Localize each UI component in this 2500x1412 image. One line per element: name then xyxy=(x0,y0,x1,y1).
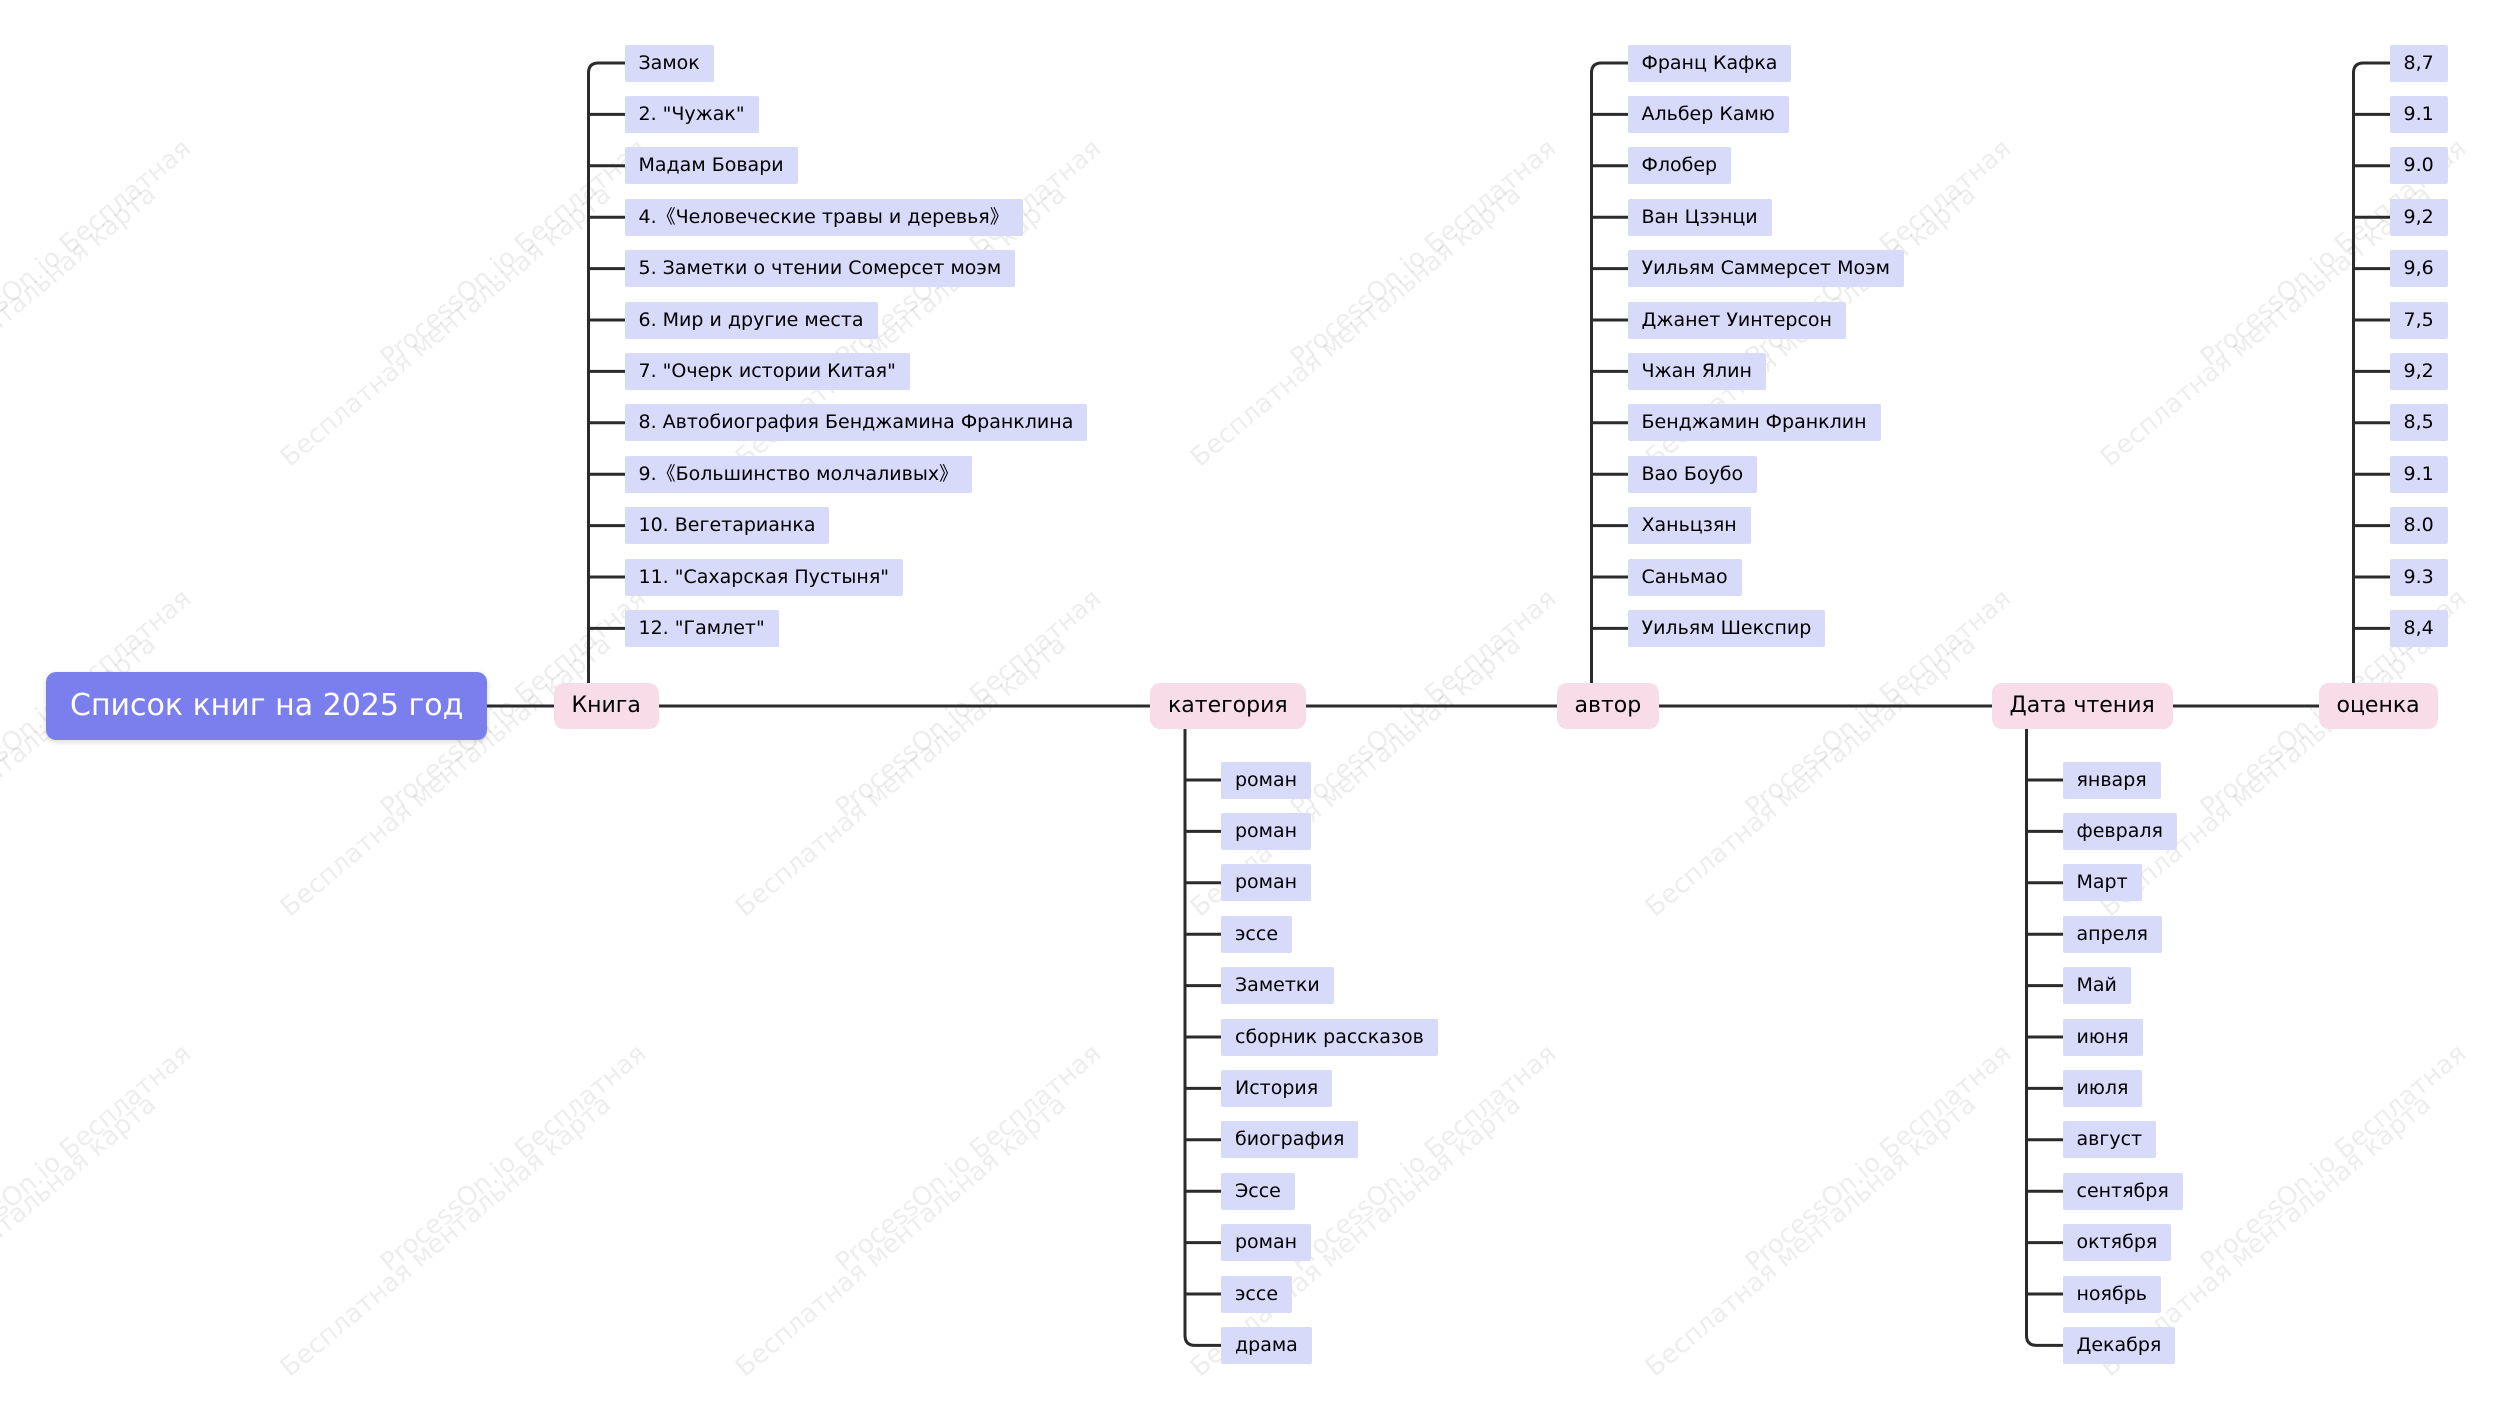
leaf-date[interactable]: октября xyxy=(2062,1224,2172,1262)
leaf-book[interactable]: 7. "Очерк истории Китая" xyxy=(624,352,910,390)
leaf-author[interactable]: Чжан Ялин xyxy=(1627,352,1766,390)
leaf-author[interactable]: Вао Боубо xyxy=(1627,455,1758,493)
leaf-author[interactable]: Уильям Шекспир xyxy=(1627,609,1826,647)
leaf-rating[interactable]: 8,5 xyxy=(2389,404,2448,442)
leaf-author[interactable]: Ван Цзэнци xyxy=(1627,198,1772,236)
leaf-book[interactable]: 9.《Большинство молчаливых》 xyxy=(624,455,973,493)
leaf-author[interactable]: Ханьцзян xyxy=(1627,507,1751,545)
leaf-rating[interactable]: 9,2 xyxy=(2389,198,2448,236)
leaf-rating[interactable]: 9.1 xyxy=(2389,95,2448,133)
leaf-date[interactable]: август xyxy=(2062,1121,2157,1159)
leaf-book[interactable]: 10. Вегетарианка xyxy=(624,507,830,545)
leaf-rating[interactable]: 8,7 xyxy=(2389,44,2448,82)
leaf-book[interactable]: Замок xyxy=(624,44,714,82)
leaf-rating[interactable]: 7,5 xyxy=(2389,301,2448,339)
branch-date[interactable]: Дата чтения xyxy=(1991,683,2173,729)
leaf-book[interactable]: 8. Автобиография Бенджамина Франклина xyxy=(624,404,1088,442)
leaf-book[interactable]: 11. "Сахарская Пустыня" xyxy=(624,558,904,596)
leaf-rating[interactable]: 9,6 xyxy=(2389,250,2448,288)
leaf-rating[interactable]: 8,4 xyxy=(2389,609,2448,647)
leaf-book[interactable]: 2. "Чужак" xyxy=(624,95,759,133)
branch-category[interactable]: категория xyxy=(1150,683,1306,729)
leaf-date[interactable]: Март xyxy=(2062,864,2142,902)
leaf-rating[interactable]: 9.1 xyxy=(2389,455,2448,493)
leaf-author[interactable]: Джанет Уинтерсон xyxy=(1627,301,1846,339)
leaf-connector xyxy=(2352,61,2391,75)
leaf-category[interactable]: драма xyxy=(1221,1326,1312,1364)
leaf-date[interactable]: Декабря xyxy=(2062,1326,2176,1364)
leaf-book[interactable]: 6. Мир и другие места xyxy=(624,301,878,339)
leaf-rating[interactable]: 9,2 xyxy=(2389,352,2448,390)
branch-rating[interactable]: оценка xyxy=(2318,683,2438,729)
leaf-category[interactable]: роман xyxy=(1221,812,1312,850)
leaf-category[interactable]: Эссе xyxy=(1221,1172,1295,1210)
leaf-rating[interactable]: 9.0 xyxy=(2389,147,2448,185)
leaf-connector xyxy=(2025,1333,2064,1347)
leaf-date[interactable]: февраля xyxy=(2062,812,2177,850)
leaf-date[interactable]: Май xyxy=(2062,967,2131,1005)
leaf-author[interactable]: Саньмао xyxy=(1627,558,1742,596)
leaf-connector xyxy=(587,61,626,75)
leaf-rating[interactable]: 8.0 xyxy=(2389,507,2448,545)
leaf-date[interactable]: апреля xyxy=(2062,915,2162,953)
leaf-category[interactable]: Заметки xyxy=(1221,967,1334,1005)
leaf-book[interactable]: 5. Заметки о чтении Сомерсет моэм xyxy=(624,250,1016,288)
leaf-author[interactable]: Уильям Саммерсет Моэм xyxy=(1627,250,1904,288)
leaf-category[interactable]: роман xyxy=(1221,761,1312,799)
leaf-category[interactable]: роман xyxy=(1221,1224,1312,1262)
leaf-category[interactable]: эссе xyxy=(1221,1275,1293,1313)
leaf-book[interactable]: Мадам Бовари xyxy=(624,147,798,185)
leaf-category[interactable]: История xyxy=(1221,1069,1333,1107)
leaf-date[interactable]: сентября xyxy=(2062,1172,2183,1210)
leaf-connector xyxy=(1590,61,1629,75)
leaf-category[interactable]: сборник рассказов xyxy=(1221,1018,1438,1056)
leaf-date[interactable]: января xyxy=(2062,761,2161,799)
root-topic[interactable]: Список книг на 2025 год xyxy=(46,672,488,740)
leaf-connector xyxy=(1183,1333,1223,1347)
leaf-author[interactable]: Бенджамин Франклин xyxy=(1627,404,1881,442)
leaf-category[interactable]: эссе xyxy=(1221,915,1293,953)
leaf-date[interactable]: ноябрь xyxy=(2062,1275,2161,1313)
leaf-author[interactable]: Флобер xyxy=(1627,147,1732,185)
leaf-date[interactable]: июня xyxy=(2062,1018,2143,1056)
leaf-author[interactable]: Альбер Камю xyxy=(1627,95,1789,133)
leaf-category[interactable]: роман xyxy=(1221,864,1312,902)
leaf-book[interactable]: 12. "Гамлет" xyxy=(624,609,779,647)
leaf-author[interactable]: Франц Кафка xyxy=(1627,44,1792,82)
branch-author[interactable]: автор xyxy=(1556,683,1660,729)
leaf-date[interactable]: июля xyxy=(2062,1069,2143,1107)
branch-book[interactable]: Книга xyxy=(553,683,659,729)
leaf-rating[interactable]: 9.3 xyxy=(2389,558,2448,596)
leaf-book[interactable]: 4.《Человеческие травы и деревья》 xyxy=(624,198,1023,236)
leaf-category[interactable]: биография xyxy=(1221,1121,1359,1159)
